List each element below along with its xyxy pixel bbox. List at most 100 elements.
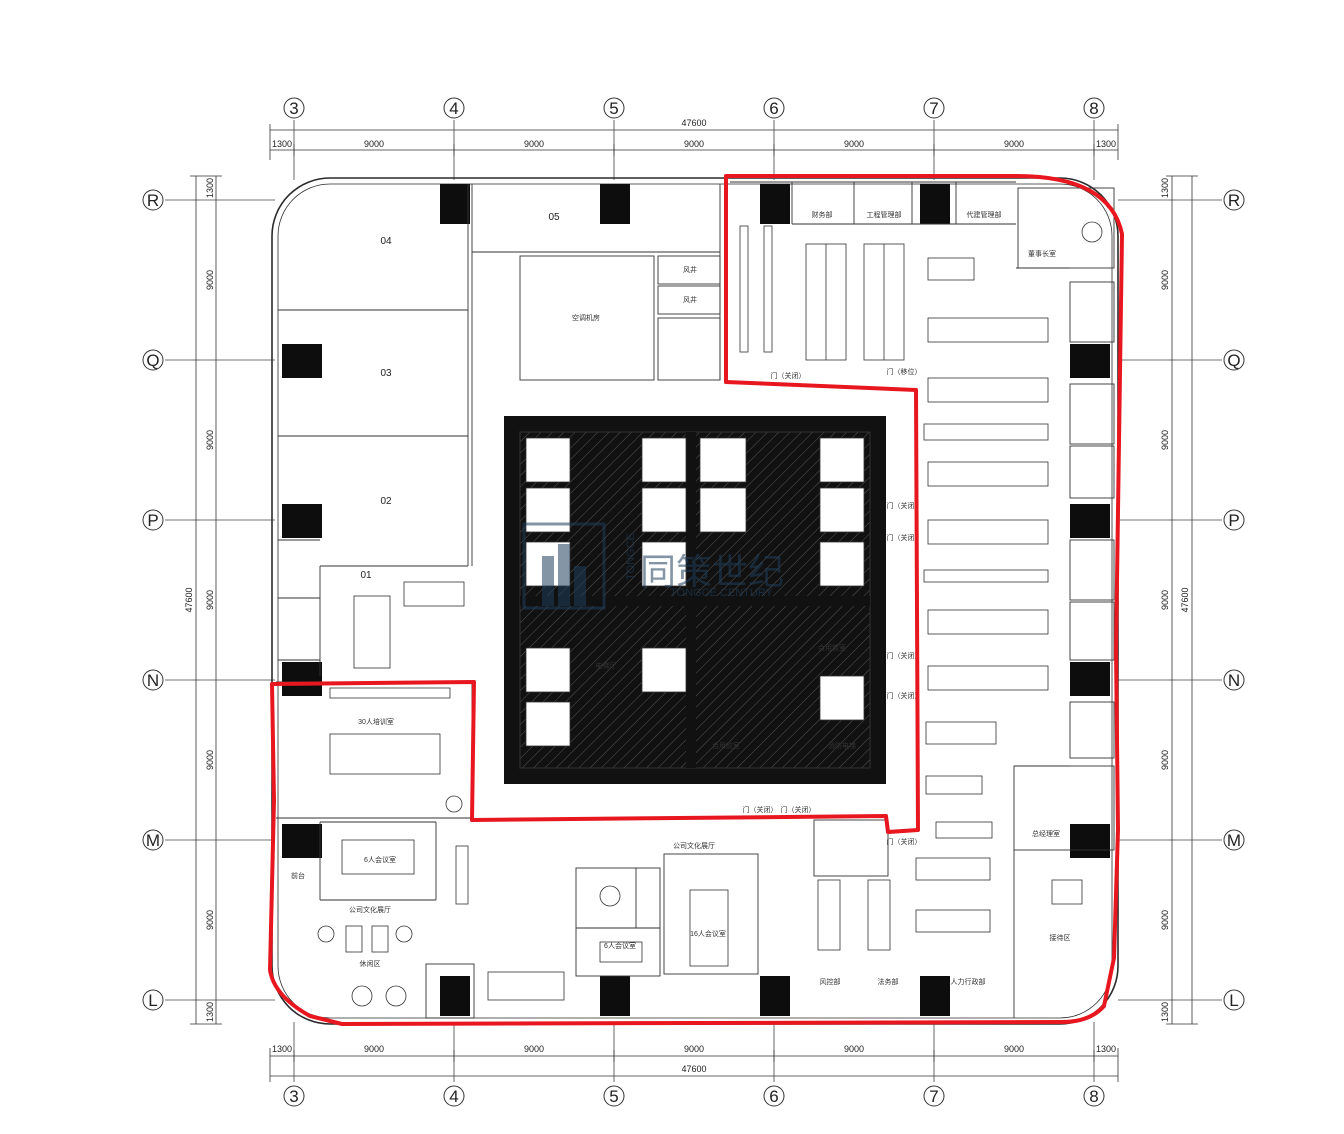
fengjing-label: 风井 — [683, 295, 697, 304]
fire-lift-label: 消防电梯 — [828, 741, 856, 750]
axis-labels-right: R Q P N M L — [1227, 191, 1241, 1010]
dim-bay: 9000 — [364, 139, 384, 149]
axis-label: L — [1229, 991, 1238, 1010]
engineering-label: 工程管理部 — [867, 210, 902, 219]
door-label: 门（关闭） — [887, 533, 922, 542]
room-labels-south: 30人培训室 6人会议室 16人会议室 6人会议室 公司文化展厅 公司文化展厅 … — [291, 717, 726, 968]
room-02-label: 02 — [380, 496, 392, 507]
dimension-lines — [190, 124, 1198, 1082]
axis-label: R — [1228, 191, 1240, 210]
axis-label: Q — [146, 351, 159, 370]
agent-build-label: 代建管理部 — [967, 210, 1002, 219]
axis-label: P — [1228, 511, 1239, 530]
axis-bubbles-bottom — [283, 1085, 1105, 1107]
kongtiao-label: 空调机房 — [572, 313, 600, 322]
axis-label: 5 — [609, 1087, 618, 1106]
room-05-label: 05 — [548, 212, 560, 223]
training-room-label: 30人培训室 — [358, 717, 394, 726]
gm-label: 总经理室 — [1032, 829, 1060, 838]
northeast-partitions — [730, 181, 1115, 1018]
dim-edge: 1300 — [205, 178, 215, 198]
meeting-label: 6人会议室 — [364, 855, 396, 864]
watermark-side: TONGCE — [625, 533, 637, 580]
dim-bay: 9000 — [1160, 750, 1170, 770]
room-labels-east: 财务部 工程管理部 代建管理部 董事长室 总经理室 接待区 人力行政部 法务部 … — [812, 210, 1071, 986]
door-label: 门（关闭） — [887, 691, 922, 700]
dim-bay: 9000 — [205, 430, 215, 450]
workstations-east — [739, 225, 1049, 951]
lift-lobby-label: 电梯厅 — [596, 661, 617, 670]
watermark-en: TONGCE CENTURY — [670, 587, 774, 599]
dim-bay: 9000 — [524, 139, 544, 149]
axis-label: N — [147, 671, 159, 690]
axis-label: 4 — [449, 99, 458, 118]
highlight-zone-office — [268, 174, 1124, 1026]
axis-label: 8 — [1089, 99, 1098, 118]
dim-edge: 1300 — [1160, 178, 1170, 198]
dim-bay: 9000 — [844, 139, 864, 149]
shared-anteroom-label: 合用前室 — [712, 741, 740, 750]
dim-bay: 9000 — [1160, 270, 1170, 290]
axis-label: R — [147, 191, 159, 210]
shared-anteroom-label-2: 合用前室 — [818, 643, 846, 652]
dim-edge: 1300 — [272, 1044, 292, 1054]
axis-label: 7 — [929, 1087, 938, 1106]
room-03-label: 03 — [380, 368, 392, 379]
axis-bubbles-top — [283, 97, 1105, 119]
core-labels: 电梯厅 合用前室 合用前室 消防电梯 — [596, 643, 857, 750]
axis-label: 5 — [609, 99, 618, 118]
structural-columns — [282, 184, 1110, 1016]
dim-bay: 9000 — [205, 750, 215, 770]
meeting-furniture — [329, 581, 729, 1001]
axis-label: 7 — [929, 99, 938, 118]
dim-bay: 9000 — [1160, 910, 1170, 930]
dim-edge: 1300 — [1160, 1002, 1170, 1022]
dim-bay: 9000 — [205, 590, 215, 610]
dim-bay: 9000 — [1160, 590, 1170, 610]
axis-bubbles-left — [142, 189, 164, 1011]
room-labels-west: 05 04 03 02 01 空调机房 风井 风井 — [360, 212, 697, 581]
door-label: 门（关闭） — [771, 371, 806, 380]
risk-label: 风控部 — [820, 977, 841, 986]
door-label: 门（关闭） — [781, 805, 816, 814]
hr-label: 人力行政部 — [951, 977, 986, 986]
axis-label: 6 — [769, 1087, 778, 1106]
culture-hall-label: 公司文化展厅 — [349, 905, 391, 914]
front-desk-label: 前台 — [291, 871, 305, 880]
lounge-chairs — [317, 221, 1103, 1007]
culture-hall-label-2: 公司文化展厅 — [673, 841, 715, 850]
axis-label: 3 — [289, 99, 298, 118]
axis-labels-bottom: 3 4 5 6 7 8 — [289, 1087, 1098, 1106]
meeting-16-label: 16人会议室 — [690, 929, 726, 938]
door-label: 门（移位） — [887, 367, 922, 376]
axis-label: Q — [1227, 351, 1240, 370]
dim-bay: 9000 — [1004, 139, 1024, 149]
axis-label: L — [148, 991, 157, 1010]
dim-bay: 9000 — [524, 1044, 544, 1054]
axis-labels-left: R Q P N M L — [146, 191, 160, 1010]
door-label: 门（关闭） — [887, 651, 922, 660]
room-01-label: 01 — [360, 570, 372, 581]
dim-bay: 9000 — [844, 1044, 864, 1054]
watermark-logo: 同策世纪 TONGCE CENTURY TONGCE — [522, 522, 784, 610]
dim-total: 47600 — [184, 587, 194, 612]
legal-label: 法务部 — [878, 977, 899, 986]
dim-edge: 1300 — [1096, 1044, 1116, 1054]
door-label: 门（关闭） — [743, 805, 778, 814]
room-04-label: 04 — [380, 236, 392, 247]
dim-bay: 9000 — [205, 910, 215, 930]
meeting-6-label: 6人会议室 — [604, 941, 636, 950]
axis-label: 3 — [289, 1087, 298, 1106]
dim-edge: 1300 — [272, 139, 292, 149]
dim-bay: 9000 — [684, 1044, 704, 1054]
axis-label: 8 — [1089, 1087, 1098, 1106]
dim-bay: 9000 — [1160, 430, 1170, 450]
dim-total: 47600 — [1180, 587, 1190, 612]
door-label: 门（关闭） — [887, 837, 922, 846]
chairman-label: 董事长室 — [1028, 249, 1056, 258]
axis-label: N — [1228, 671, 1240, 690]
axis-bubbles-right — [1223, 189, 1245, 1011]
door-annotations: 门（关闭） 门（移位） 门（关闭） 门（关闭） 门（关闭） 门（关闭） 门（关闭… — [743, 367, 922, 846]
dim-bay: 9000 — [684, 139, 704, 149]
